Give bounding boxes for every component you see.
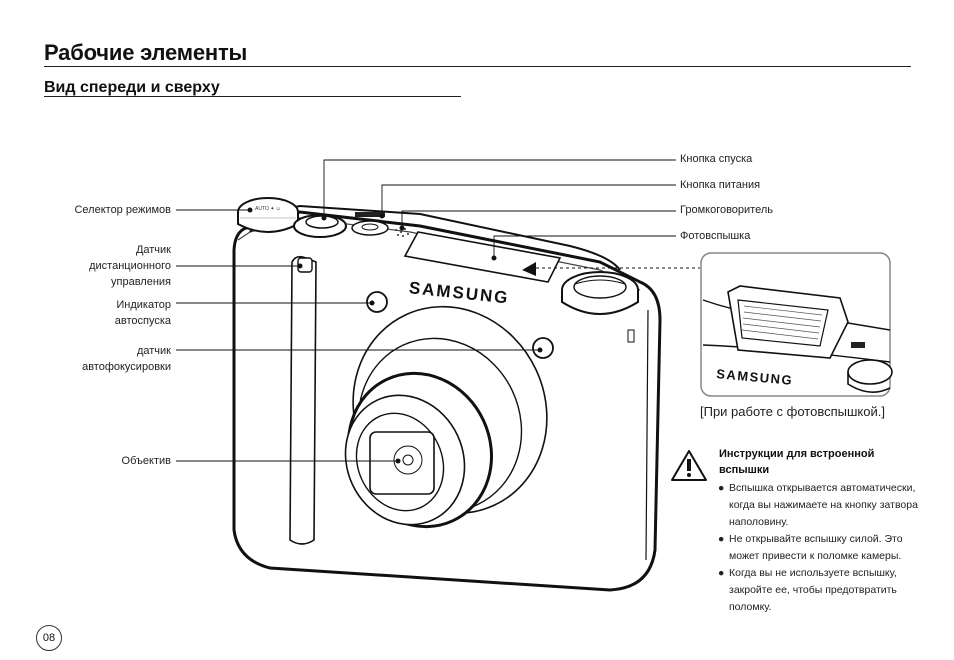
label-af-sensor-line2: автофокусировки	[82, 361, 171, 373]
warning-bullet-3-text: Когда вы не используете вспышку, закройт…	[729, 567, 897, 613]
label-af-sensor: датчик автофокусировки	[82, 343, 171, 375]
inset-brand-logo: SAMSUNG	[716, 366, 794, 388]
inset-flash-open: SAMSUNG	[700, 252, 893, 397]
af-sensor-lamp	[532, 337, 554, 359]
self-timer-lamp	[366, 291, 388, 313]
title-divider	[44, 66, 911, 67]
label-shutter-button: Кнопка спуска	[680, 153, 753, 165]
warning-bullet-2-text: Не открывайте вспышку силой. Это может п…	[729, 533, 903, 562]
zoom-dial	[561, 271, 639, 315]
warning-bullet-1-text: Вспышка открывается автоматически, когда…	[729, 482, 918, 528]
flash-panel	[403, 231, 562, 283]
inset-caption: [При работе с фотовспышкой.]	[700, 404, 885, 419]
label-speaker: Громкоговоритель	[680, 204, 773, 216]
grip	[289, 255, 317, 545]
label-self-timer-line2: автоспуска	[114, 315, 171, 327]
label-mode-dial: Селектор режимов	[74, 204, 171, 216]
page-number: 08	[36, 625, 62, 651]
label-flash: Фотовспышка	[680, 230, 751, 242]
label-remote-sensor: Датчик дистанционного управления	[89, 242, 171, 290]
mode-dial: AUTO ✦ ☺	[237, 197, 299, 233]
label-self-timer-line1: Индикатор	[116, 299, 171, 311]
section-title: Вид спереди и сверху	[44, 79, 220, 96]
label-lens: Объектив	[121, 455, 171, 467]
warning-bullet-2: ●Не открывайте вспышку силой. Это может …	[718, 533, 903, 562]
warning-title: Инструкции для встроенной вспышки	[719, 448, 875, 476]
section-divider	[44, 96, 461, 97]
power-button	[351, 212, 389, 236]
label-power-button: Кнопка питания	[680, 179, 761, 191]
shutter-button	[293, 214, 347, 238]
warning-bullet-1: ●Вспышка открывается автоматически, когд…	[718, 482, 918, 528]
warning-bullet-3: ●Когда вы не используете вспышку, закрой…	[718, 567, 897, 613]
label-remote-sensor-line3: управления	[111, 276, 171, 288]
label-remote-sensor-line2: дистанционного	[89, 260, 171, 272]
label-af-sensor-line1: датчик	[136, 345, 171, 357]
warning-triangle-icon	[671, 450, 707, 481]
speaker-grille	[395, 228, 409, 237]
label-remote-sensor-line1: Датчик	[135, 244, 171, 256]
lens-assembly	[344, 305, 548, 529]
label-self-timer: Индикатор автоспуска	[115, 297, 171, 329]
svg-text:AUTO ✦ ☺: AUTO ✦ ☺	[255, 206, 281, 212]
page-title: Рабочие элементы	[44, 40, 248, 65]
